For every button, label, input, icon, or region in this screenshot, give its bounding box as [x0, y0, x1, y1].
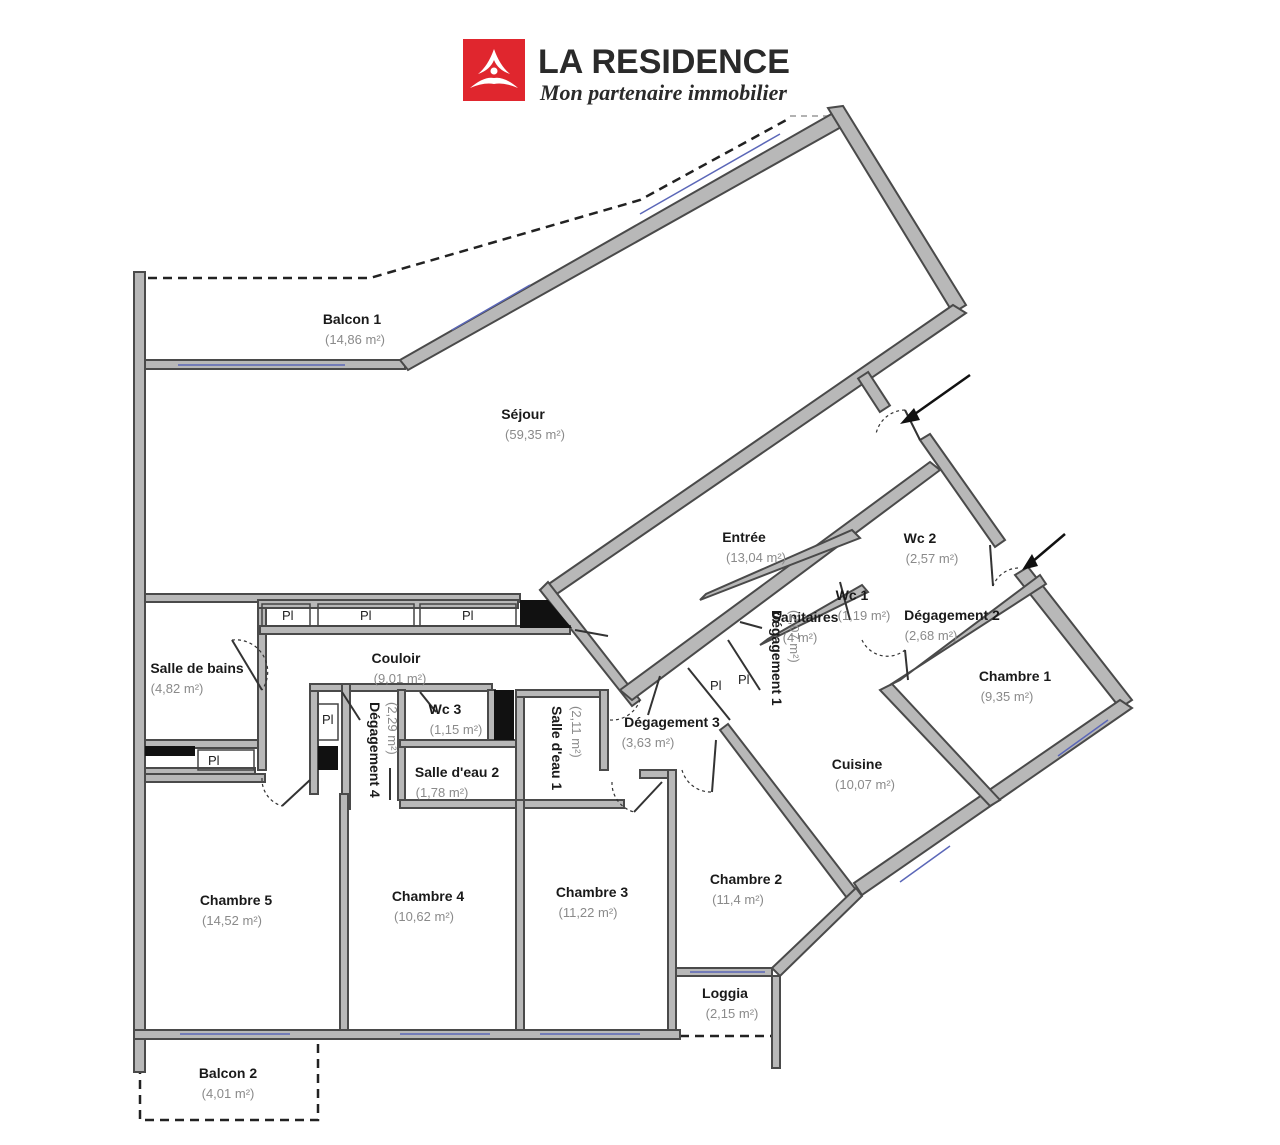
room-area: (2,07 m²): [787, 610, 802, 663]
room-area: (4,01 m²): [202, 1086, 255, 1101]
room-name: Wc 1: [836, 587, 869, 603]
room-area: (1,78 m²): [416, 785, 469, 800]
room-sejour: Séjour (59,35 m²): [501, 406, 565, 442]
room-name: Cuisine: [832, 756, 883, 772]
windows: [178, 133, 1109, 1035]
room-name: Salle d'eau 2: [415, 764, 499, 780]
room-name: Balcon 1: [323, 311, 382, 327]
room-area: (4,82 m²): [151, 681, 204, 696]
placard-label: Pl: [710, 678, 722, 693]
room-degagement-2: Dégagement 2 (2,68 m²): [904, 607, 1000, 643]
room-couloir: Couloir (9,01 m²): [372, 650, 427, 686]
entry-arrow-icon: [900, 373, 971, 424]
placard-label: Pl: [322, 712, 334, 727]
placard-label: Pl: [360, 608, 372, 623]
placard-label: Pl: [738, 672, 750, 687]
room-name: Chambre 3: [556, 884, 629, 900]
room-wc-1: Wc 1 (1,19 m²): [836, 587, 891, 623]
room-area: (10,07 m²): [835, 777, 895, 792]
room-name: Chambre 5: [200, 892, 273, 908]
room-area: (59,35 m²): [505, 427, 565, 442]
room-name: Wc 2: [904, 530, 937, 546]
room-chambre-5: Chambre 5 (14,52 m²): [200, 892, 273, 928]
room-area: (3,63 m²): [622, 735, 675, 750]
room-name: Entrée: [722, 529, 766, 545]
placards: Pl Pl Pl Pl Pl Pl Pl: [197, 603, 750, 771]
room-name: Dégagement 3: [624, 714, 720, 730]
room-area: (2,15 m²): [706, 1006, 759, 1021]
room-loggia: Loggia (2,15 m²): [702, 985, 758, 1021]
entry-arrow-icon: [1022, 533, 1066, 570]
room-chambre-3: Chambre 3 (11,22 m²): [556, 884, 629, 920]
room-degagement-3: Dégagement 3 (3,63 m²): [622, 714, 720, 750]
placard-label: Pl: [462, 608, 474, 623]
room-area: (9,35 m²): [981, 689, 1034, 704]
room-wc-3: Wc 3 (1,15 m²): [429, 701, 483, 737]
room-name: Couloir: [372, 650, 422, 666]
room-name: Wc 3: [429, 701, 462, 717]
room-name: Salle de bains: [150, 660, 244, 676]
room-area: (2,11 m²): [569, 706, 584, 758]
room-area: (2,29 m²): [385, 702, 400, 755]
room-area: (10,62 m²): [394, 909, 454, 924]
room-area: (4 m²): [783, 630, 818, 645]
room-salle-deau-1: Salle d'eau 1 (2,11 m²): [549, 706, 584, 790]
room-labels: Balcon 1 (14,86 m²) Séjour (59,35 m²) En…: [150, 311, 1051, 1101]
room-area: (11,4 m²): [712, 892, 764, 907]
room-area: (13,04 m²): [726, 550, 786, 565]
room-name: Dégagement 1: [769, 610, 785, 706]
room-wc-2: Wc 2 (2,57 m²): [904, 530, 959, 566]
balcony-outlines: [138, 115, 830, 1122]
room-area: (11,22 m²): [559, 905, 618, 920]
room-name: Salle d'eau 1: [549, 706, 565, 790]
room-name: Sanitaires: [772, 609, 839, 625]
room-balcon-2: Balcon 2 (4,01 m²): [199, 1065, 258, 1101]
room-area: (14,52 m²): [202, 913, 262, 928]
room-salle-de-bains: Salle de bains (4,82 m²): [150, 660, 244, 696]
room-area: (9,01 m²): [374, 671, 427, 686]
room-entree: Entrée (13,04 m²): [722, 529, 786, 565]
room-name: Balcon 2: [199, 1065, 258, 1081]
room-name: Loggia: [702, 985, 748, 1001]
room-cuisine: Cuisine (10,07 m²): [832, 756, 895, 792]
room-area: (2,68 m²): [905, 628, 958, 643]
room-name: Dégagement 2: [904, 607, 1000, 623]
brand-title: LA RESIDENCE: [538, 43, 790, 81]
tri-wave-logo-icon: [463, 39, 525, 101]
walls: [133, 104, 1134, 1073]
room-sanitaires: Sanitaires (4 m²): [772, 609, 839, 645]
room-name: Chambre 2: [710, 871, 783, 887]
room-chambre-2: Chambre 2 (11,4 m²): [710, 871, 783, 907]
room-name: Chambre 4: [392, 888, 465, 904]
placard-label: Pl: [208, 753, 220, 768]
brand-tagline: Mon partenaire immobilier: [539, 80, 787, 105]
room-salle-deau-2: Salle d'eau 2 (1,78 m²): [415, 764, 499, 800]
brand-header: LA RESIDENCE Mon partenaire immobilier: [463, 39, 790, 105]
placard-label: Pl: [282, 608, 294, 623]
room-degagement-1: Dégagement 1 (2,07 m²): [769, 610, 802, 706]
room-area: (14,86 m²): [325, 332, 385, 347]
entry-arrows: [900, 373, 1066, 570]
service-shafts: [145, 600, 572, 770]
room-degagement-4: Dégagement 4 (2,29 m²): [367, 702, 400, 798]
room-area: (2,57 m²): [906, 551, 959, 566]
room-name: Dégagement 4: [367, 702, 383, 798]
room-name: Chambre 1: [979, 668, 1052, 684]
room-chambre-4: Chambre 4 (10,62 m²): [392, 888, 465, 924]
room-area: (1,19 m²): [838, 608, 891, 623]
room-name: Séjour: [501, 406, 545, 422]
room-balcon-1: Balcon 1 (14,86 m²): [323, 311, 385, 347]
room-area: (1,15 m²): [430, 722, 483, 737]
room-chambre-1: Chambre 1 (9,35 m²): [979, 668, 1052, 704]
doors: [231, 409, 1019, 813]
